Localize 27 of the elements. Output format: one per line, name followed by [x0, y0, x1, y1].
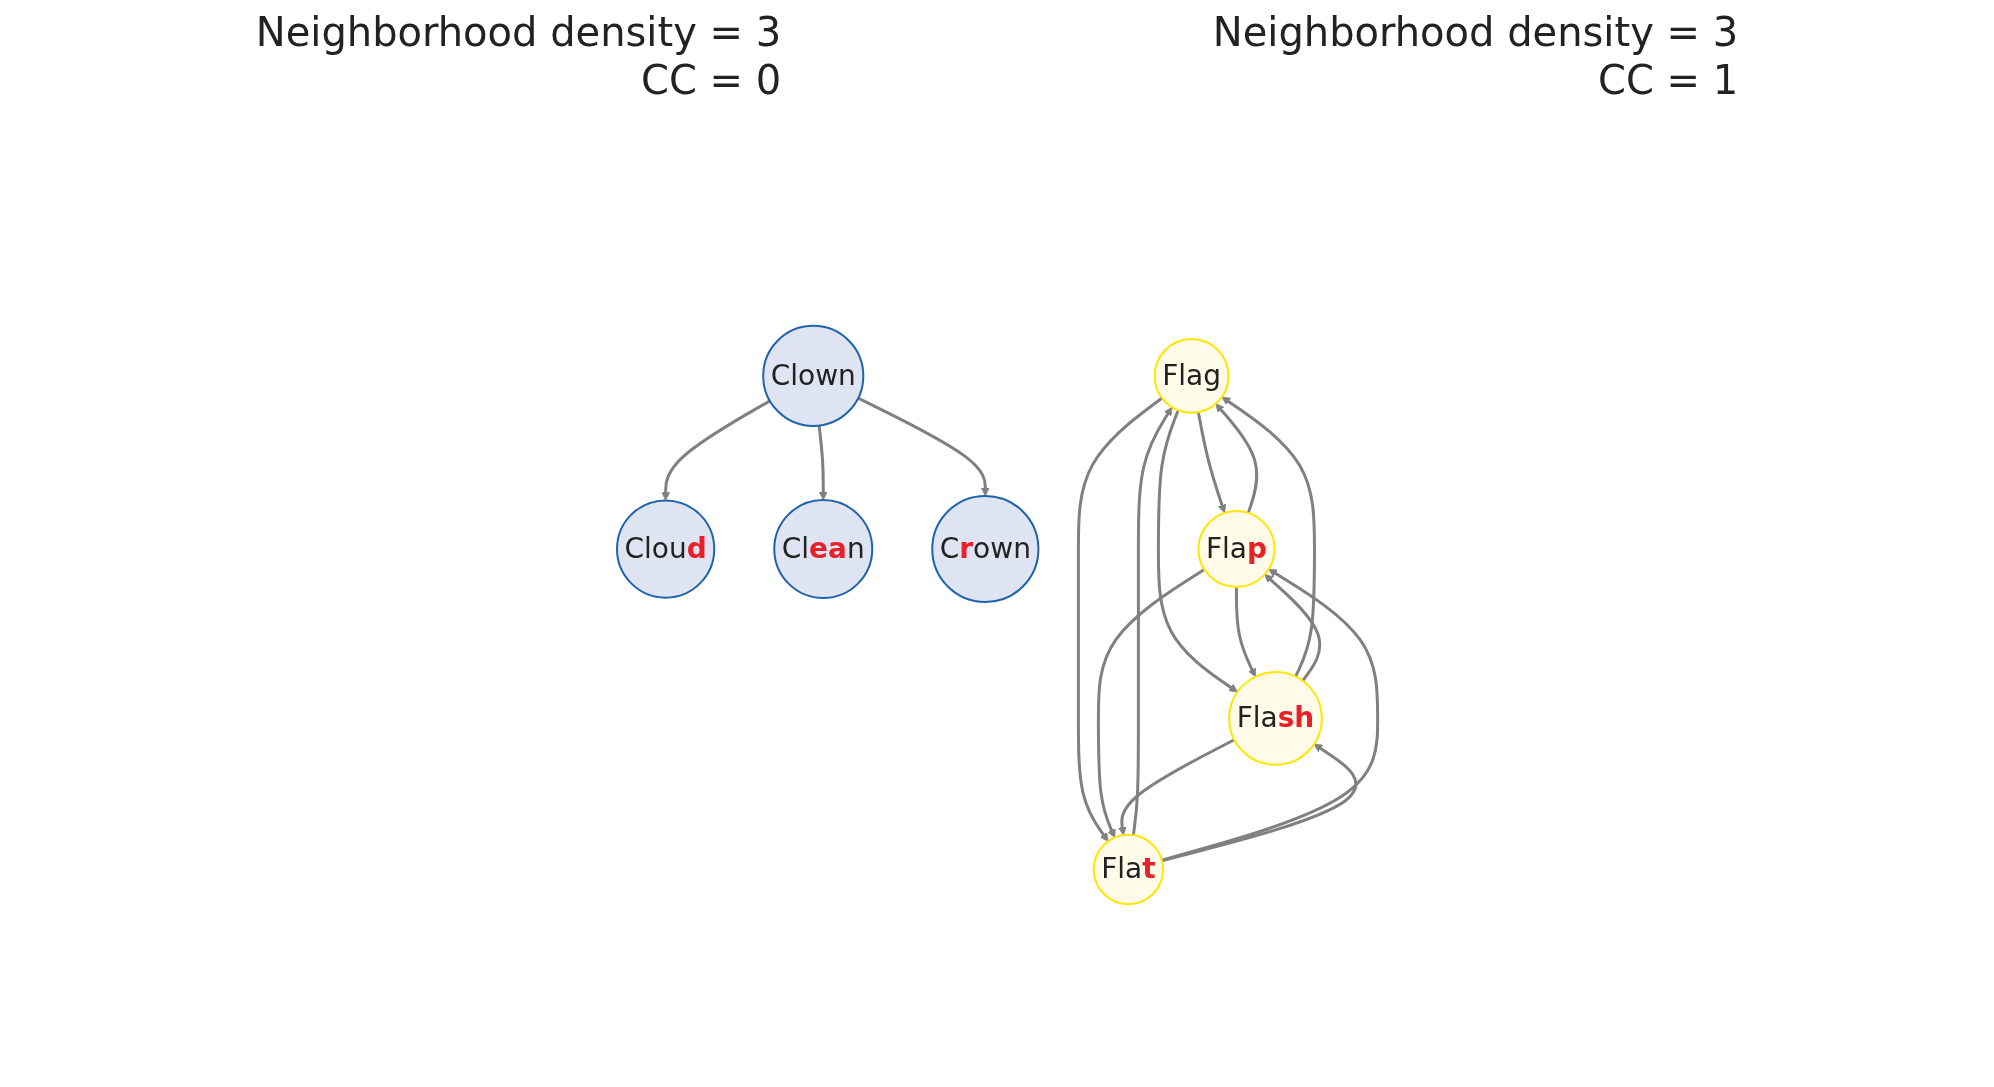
arrow [1131, 406, 1173, 836]
arrow [817, 425, 828, 501]
arrow [1196, 411, 1226, 514]
node-circle: Flat [1092, 833, 1164, 906]
arrow [1161, 568, 1379, 862]
node-circle: Clean [772, 499, 873, 599]
node-circle: Clown [761, 324, 864, 427]
arrow [1117, 738, 1235, 836]
node-circle: Flap [1197, 509, 1276, 589]
arrow [1096, 568, 1205, 838]
arrow [1215, 403, 1258, 514]
arrow [857, 396, 990, 497]
arrow [1234, 587, 1256, 678]
metric-label: CC = 1 [1597, 56, 1739, 104]
heading: Neighborhood density = 3 [1212, 8, 1739, 56]
node-circle: Flag [1153, 337, 1230, 414]
arrow [1221, 396, 1316, 678]
node-circle: Crown [930, 494, 1040, 604]
arrow [1161, 743, 1357, 863]
heading: Neighborhood density = 3 [255, 8, 782, 56]
node-circle: Flash [1227, 671, 1323, 766]
metric-label: CC = 0 [640, 56, 782, 104]
node-circle: Cloud [615, 499, 715, 599]
arrow [660, 399, 771, 501]
arrow [1264, 574, 1321, 682]
arrow [1156, 409, 1238, 693]
arrow [1076, 396, 1163, 842]
